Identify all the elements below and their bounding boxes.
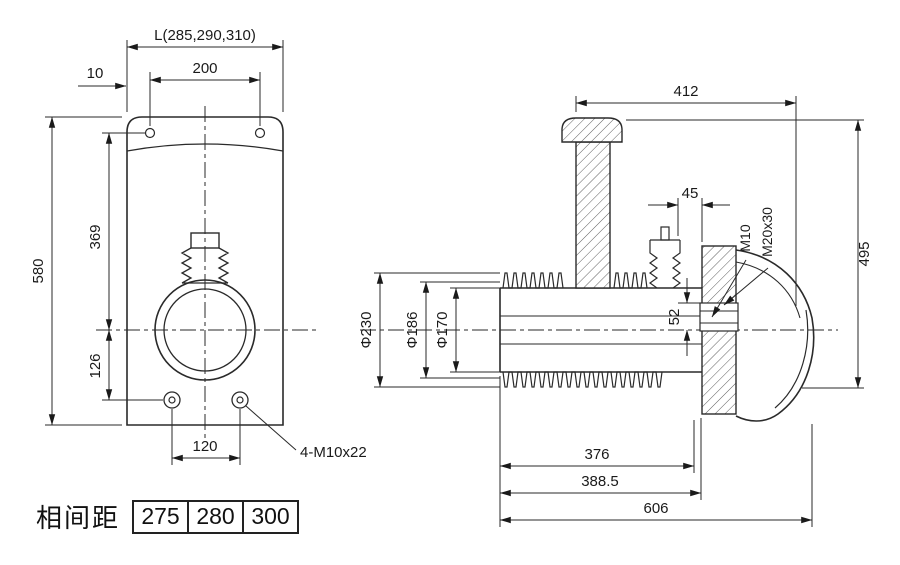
dim-200: 200 xyxy=(192,60,217,77)
front-view-dimensions xyxy=(45,40,297,465)
bottom-hole-left-outer xyxy=(163,391,181,409)
dim-388: 388.5 xyxy=(581,473,619,490)
fins-top-left xyxy=(502,272,564,289)
bushing-circle-inner xyxy=(163,288,247,372)
bottom-hole-left-inner xyxy=(168,396,176,404)
fins-top-right xyxy=(613,272,648,289)
dia-170: Φ170 xyxy=(434,312,451,349)
phase-spacing-table: 275 280 300 xyxy=(132,499,300,534)
section-view-dimensions xyxy=(374,96,864,527)
dim-10: 10 xyxy=(87,65,104,82)
front-view xyxy=(96,106,318,442)
phase-spacing-label: 相间距 xyxy=(36,503,121,533)
phase-spacing-value-1: 275 xyxy=(134,501,190,532)
mounting-hole-right xyxy=(254,127,266,139)
dim-606: 606 xyxy=(643,500,668,517)
dim-495: 495 xyxy=(856,241,873,266)
bellows-stem xyxy=(660,226,670,241)
section-view xyxy=(360,117,838,422)
dia-186: Φ186 xyxy=(404,312,421,349)
phase-spacing-row: 相间距 275 280 300 xyxy=(36,498,300,535)
bottom-hole-right-inner xyxy=(236,396,244,404)
body-outline xyxy=(126,116,284,426)
dim-45: 45 xyxy=(682,185,699,202)
bottom-hole-right-outer xyxy=(231,391,249,409)
phase-spacing-value-2: 280 xyxy=(189,501,245,532)
bushing-circle-outer xyxy=(154,279,256,381)
bell-housing xyxy=(735,249,815,422)
fins-bottom xyxy=(502,371,663,388)
small-bellows xyxy=(648,239,682,289)
dim-412: 412 xyxy=(673,83,698,100)
dia-230: Φ230 xyxy=(358,312,375,349)
dim-580: 580 xyxy=(30,258,47,283)
section-view-labels: 412 45 M20x30 M10 495 52 Φ230 Φ186 Φ170 … xyxy=(358,83,873,517)
bolt-callout: 4-M10x22 xyxy=(300,444,367,461)
dim-120: 120 xyxy=(192,438,217,455)
length-label: L(285,290,310) xyxy=(154,27,256,44)
thread-callout-m20x30: M20x30 xyxy=(759,207,775,257)
phase-spacing-value-3: 300 xyxy=(251,503,290,529)
upper-cap xyxy=(561,117,623,143)
bell-inner-line xyxy=(735,261,801,319)
front-view-labels: L(285,290,310) 10 200 580 369 126 120 4-… xyxy=(30,27,367,461)
dim-52: 52 xyxy=(666,309,683,326)
terminal-cap xyxy=(190,232,220,249)
thread-callout-m10: M10 xyxy=(737,224,753,251)
dim-376: 376 xyxy=(584,446,609,463)
bell-mouth-rim xyxy=(774,309,809,409)
upper-column xyxy=(575,141,611,289)
mounting-hole-left xyxy=(144,127,156,139)
dim-369: 369 xyxy=(87,224,104,249)
dim-126: 126 xyxy=(87,353,104,378)
threaded-insert xyxy=(699,302,739,332)
